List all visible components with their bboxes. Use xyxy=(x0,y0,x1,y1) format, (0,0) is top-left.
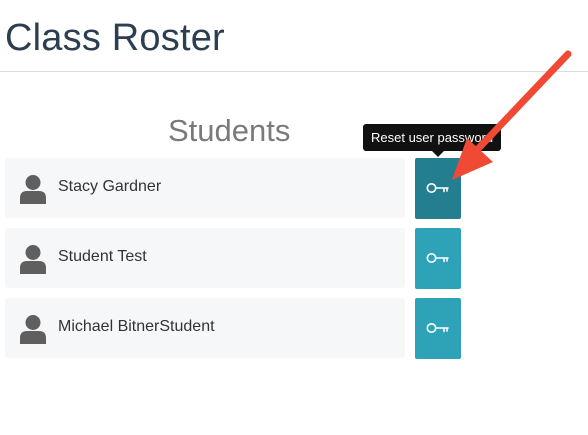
user-silhouette-icon xyxy=(20,245,46,274)
header-divider xyxy=(0,71,588,72)
student-name: Student Test xyxy=(58,248,147,265)
students-heading: Students xyxy=(168,113,291,148)
page-title: Class Roster xyxy=(5,17,225,59)
reset-password-button[interactable] xyxy=(415,228,461,289)
student-name: Stacy Gardner xyxy=(58,178,162,195)
reset-password-button[interactable] xyxy=(415,158,461,219)
key-icon xyxy=(426,253,449,263)
reset-password-button[interactable] xyxy=(415,298,461,359)
key-icon xyxy=(426,323,449,333)
student-row: Student Test xyxy=(5,228,405,288)
tooltip-pointer xyxy=(432,151,444,157)
student-row: Michael BitnerStudent xyxy=(5,298,405,358)
key-icon xyxy=(426,183,449,193)
student-row: Stacy Gardner xyxy=(5,158,405,218)
reset-password-tooltip: Reset user password xyxy=(363,124,502,151)
user-silhouette-icon xyxy=(20,175,46,204)
user-silhouette-icon xyxy=(20,315,46,344)
student-name: Michael BitnerStudent xyxy=(58,318,215,335)
